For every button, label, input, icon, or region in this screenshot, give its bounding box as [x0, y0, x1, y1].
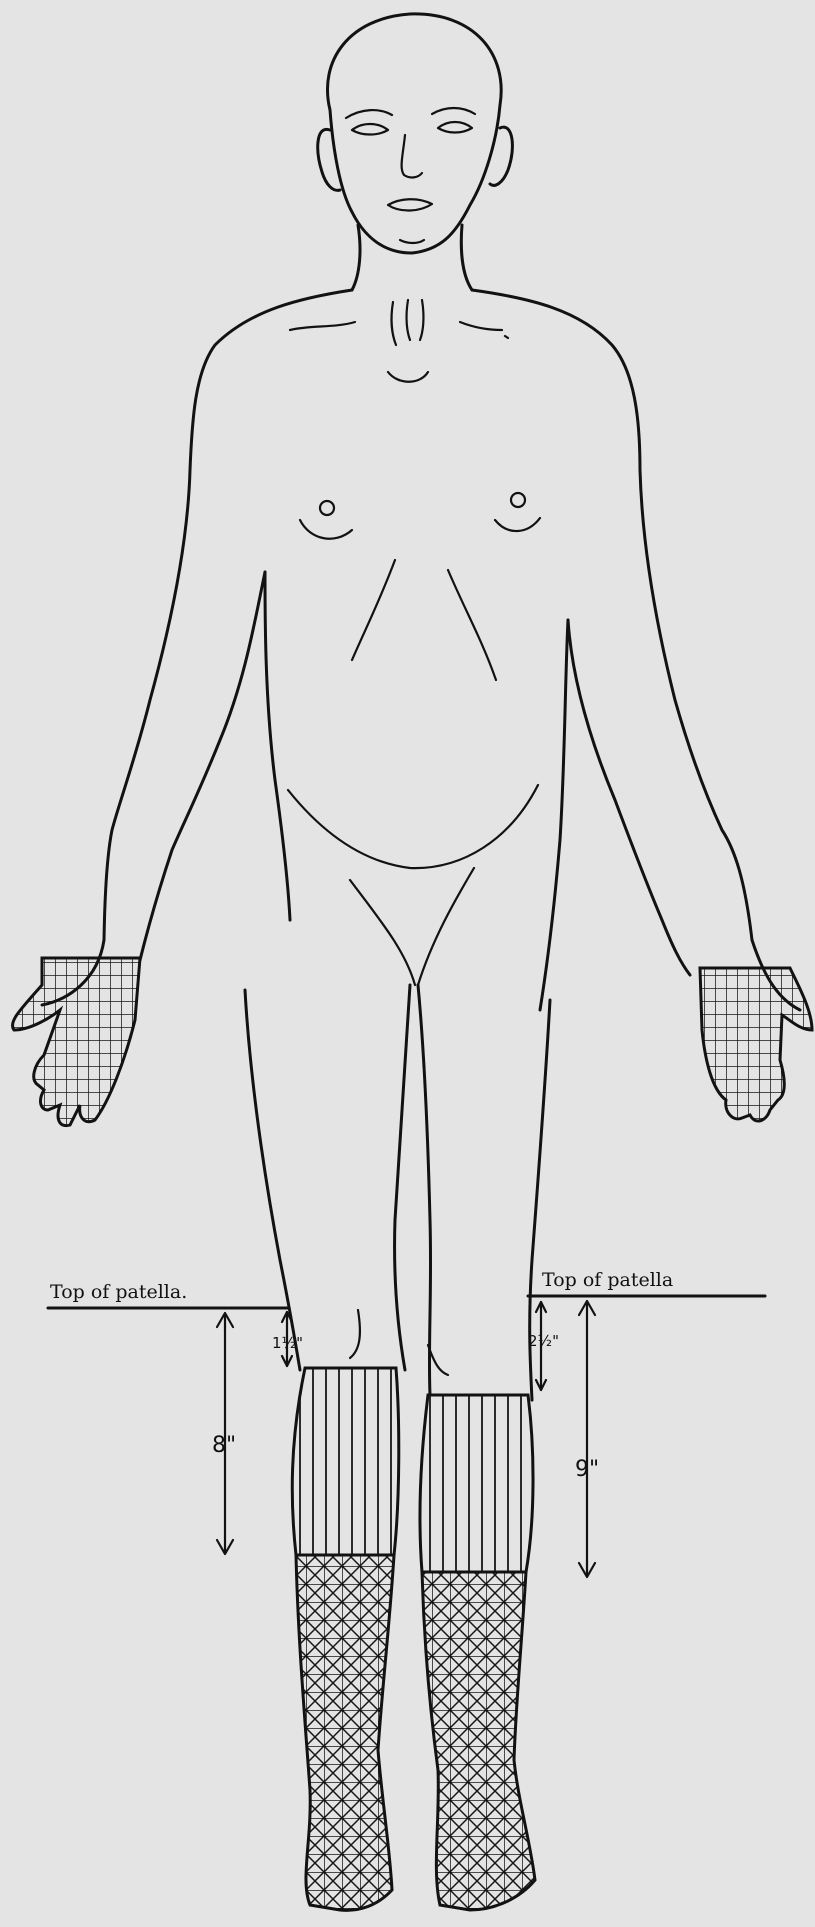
neck-left	[352, 225, 360, 290]
right-torso-side	[540, 620, 568, 1010]
right-foot-cross-hatch	[422, 1572, 535, 1910]
right-upper-gap: 2½"	[528, 1332, 559, 1350]
right-clavicle	[460, 322, 502, 330]
left-breast	[300, 520, 352, 539]
left-hand-hatch	[12, 958, 140, 1126]
left-brow	[346, 110, 392, 118]
neck-right	[461, 225, 472, 290]
right-measurement: Top of patella 9" 2½"	[528, 1269, 765, 1577]
right-shin-vertical-hatch	[420, 1395, 533, 1572]
left-leg-inner	[395, 985, 410, 1370]
groin-right	[418, 868, 474, 985]
nose	[402, 135, 422, 177]
mouth	[388, 199, 432, 210]
arms	[42, 290, 800, 1010]
right-zone-length: 9"	[575, 1457, 599, 1482]
head	[318, 14, 513, 253]
left-zone-length: 8"	[212, 1433, 236, 1458]
right-leg-inner	[418, 985, 431, 1395]
left-nipple	[320, 501, 334, 515]
left-measurement: Top of patella. 8" 1½"	[48, 1281, 303, 1554]
legs	[245, 985, 550, 1910]
left-upper-gap: 1½"	[272, 1334, 303, 1352]
right-ear	[490, 127, 512, 185]
left-clavicle	[290, 322, 355, 330]
left-leg-outer	[245, 990, 300, 1370]
left-arm-inner	[140, 572, 265, 960]
hands	[12, 958, 812, 1126]
right-brow	[432, 108, 475, 114]
sternal-notch	[388, 372, 428, 382]
left-patella-label: Top of patella.	[50, 1281, 187, 1303]
left-eye	[352, 124, 388, 135]
right-breast	[495, 518, 540, 531]
groin-left	[350, 880, 415, 985]
abdomen-line	[288, 785, 538, 868]
right-arm-inner	[568, 620, 690, 975]
right-arm-outer	[472, 290, 800, 1010]
right-hand-hatch	[700, 968, 812, 1121]
left-knee-cap	[350, 1310, 360, 1358]
left-arm-outer	[42, 290, 352, 1005]
right-eye	[438, 122, 472, 133]
head-outline	[328, 14, 502, 253]
left-torso-side	[265, 572, 290, 920]
right-nipple	[511, 493, 525, 507]
right-patella-label: Top of patella	[542, 1269, 673, 1291]
torso	[288, 225, 540, 985]
chin	[400, 240, 424, 243]
left-foot-cross-hatch	[296, 1555, 394, 1910]
left-shin-vertical-hatch	[292, 1368, 399, 1555]
